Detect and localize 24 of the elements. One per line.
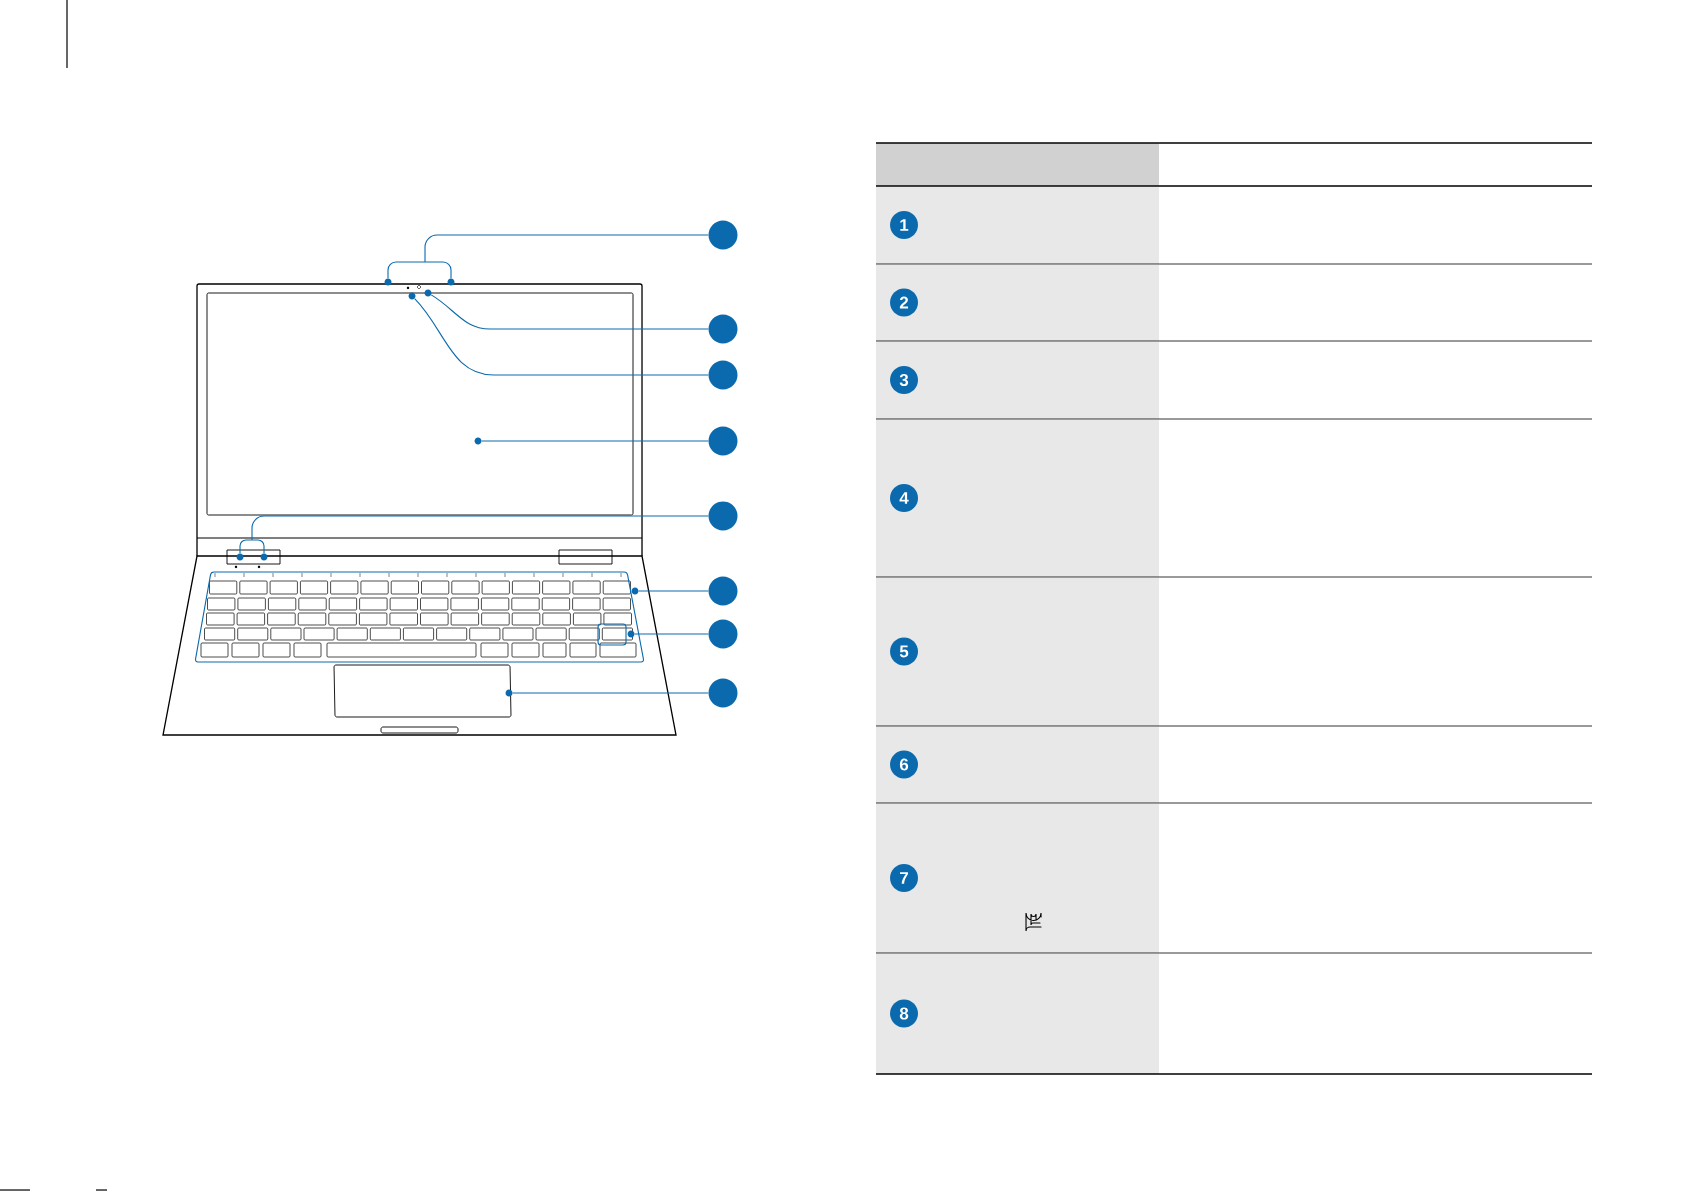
leader-line (481, 440, 709, 442)
callout-number: 2 (890, 288, 918, 317)
callout-number: 5 (890, 637, 918, 666)
leader-line (638, 590, 709, 592)
callout-circle (708, 576, 738, 606)
callout-number: 6 (890, 750, 918, 779)
callout-circle (708, 501, 738, 531)
callout-number: 4 (890, 484, 918, 512)
leader-line (634, 633, 709, 635)
callout-number: 8 (890, 999, 918, 1028)
leader-line (387, 234, 709, 279)
leader-line (512, 692, 709, 694)
callout-circle (708, 360, 738, 390)
callout-circle (708, 314, 738, 344)
leader-line (239, 515, 709, 554)
leader-line (414, 298, 709, 376)
callout-number: 7 (890, 864, 918, 892)
callout-number: 1 (890, 211, 918, 239)
callout-circle (708, 678, 738, 708)
callout-circle (708, 426, 738, 456)
leader-line (430, 294, 709, 330)
callout-number: 3 (890, 366, 918, 394)
callout-circle (708, 619, 738, 649)
callout-circle (708, 220, 738, 250)
